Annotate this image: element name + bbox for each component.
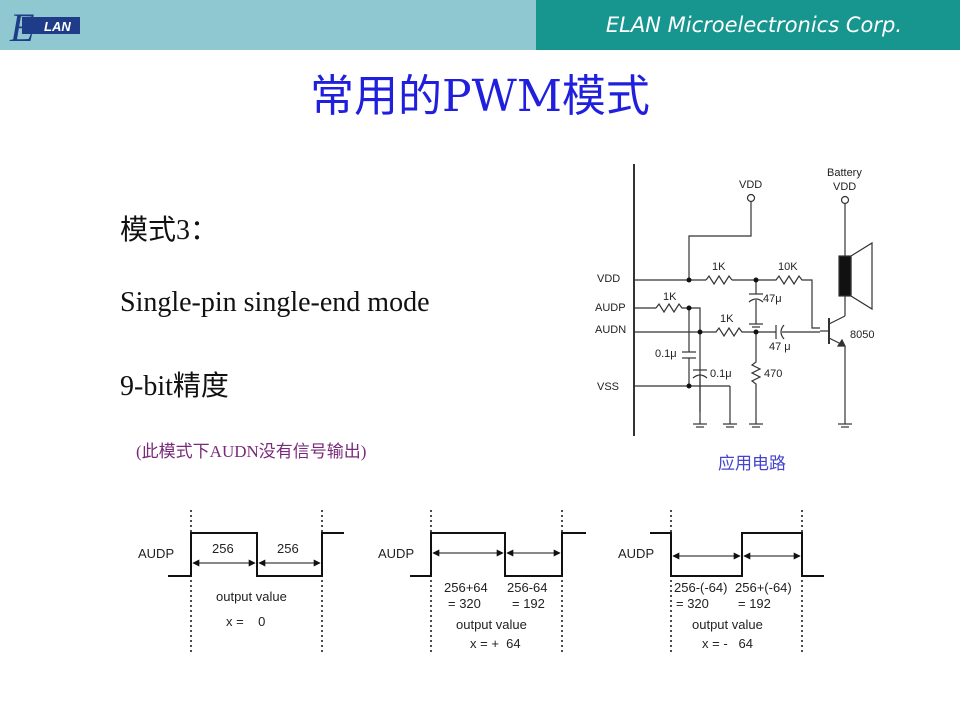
- node-vss: [686, 383, 692, 389]
- node-audn: [697, 329, 703, 335]
- header-band-right: ELAN Microelectronics Corp.: [536, 0, 960, 50]
- resistor-r2: [705, 274, 733, 286]
- wf2-right-width-2: = 192: [512, 596, 545, 611]
- wf3-x-value: x = - 64: [702, 636, 753, 651]
- label-battery-vdd: VDD: [833, 181, 856, 193]
- wf2-x-value: x = + 64: [470, 636, 521, 651]
- mode-description: Single-pin single-end mode: [120, 287, 430, 318]
- cap-c1-plate-b: [748, 298, 764, 303]
- wf1-signal-label: AUDP: [138, 546, 174, 561]
- mode-heading: 模式3：: [120, 215, 219, 246]
- cap-c2-plate-b: [780, 324, 785, 340]
- label-r5: 470: [764, 368, 782, 380]
- label-audn-pin: AUDN: [595, 324, 626, 336]
- logo-text: LAN: [44, 19, 71, 34]
- audn-note: (此模式下AUDN没有信号输出): [136, 442, 367, 461]
- vdd-wire: [688, 202, 752, 280]
- waveform-2: [410, 510, 586, 655]
- label-r4: 10K: [778, 261, 798, 273]
- label-audp-pin: AUDP: [595, 302, 626, 314]
- label-r3: 1K: [720, 313, 734, 325]
- cap-c4-plate-b: [692, 374, 708, 379]
- wf2-left-width-1: 256+64: [444, 580, 488, 595]
- label-c4: 0.1μ: [710, 368, 732, 380]
- logo-bar: [22, 17, 80, 34]
- wf3-right-width-2: = 192: [738, 596, 771, 611]
- wf2-signal-label: AUDP: [378, 546, 414, 561]
- wf1-right-width: 256: [277, 541, 299, 556]
- wf2-left-width-2: = 320: [448, 596, 481, 611]
- label-c2: 47 μ: [769, 341, 791, 353]
- wf2-signal: [410, 532, 586, 577]
- wf2-right-width-1: 256-64: [507, 580, 547, 595]
- wf1-left-width: 256: [212, 541, 234, 556]
- waveform-3: [650, 510, 824, 655]
- node-c1: [753, 277, 759, 283]
- wf3-left-width-1: 256-(-64): [674, 580, 727, 595]
- wf1-x-value: x = 0: [226, 614, 265, 629]
- vdd-terminal: [746, 193, 756, 203]
- wf3-output-label: output value: [692, 617, 763, 632]
- precision-text: 9-bit精度: [120, 371, 229, 402]
- transistor-collector: [828, 315, 846, 325]
- transistor-arrow: [836, 338, 846, 347]
- label-r1: 1K: [663, 291, 677, 303]
- resistor-r5: [750, 332, 762, 424]
- label-vdd-top: VDD: [739, 179, 762, 191]
- node-audp: [686, 305, 692, 311]
- speaker-cone: [850, 241, 873, 311]
- resistor-r3: [700, 326, 776, 338]
- elan-logo: E LAN: [9, 5, 80, 47]
- label-vss-pin: VSS: [597, 381, 619, 393]
- label-r2: 1K: [712, 261, 726, 273]
- header-band-left: [0, 0, 536, 50]
- label-c1: 47μ: [763, 293, 782, 305]
- resistor-r4: [756, 274, 820, 329]
- wf3-signal-label: AUDP: [618, 546, 654, 561]
- company-name: ELAN Microelectronics Corp.: [605, 13, 902, 37]
- wf1-signal: [168, 532, 344, 577]
- slide-title: 常用的PWM模式: [310, 71, 650, 122]
- battery-terminal: [840, 195, 850, 205]
- wf3-right-width-1: 256+(-64): [735, 580, 792, 595]
- label-transistor: 8050: [850, 329, 874, 341]
- wf2-output-label: output value: [456, 617, 527, 632]
- label-battery: Battery: [827, 167, 862, 179]
- label-vdd-pin: VDD: [597, 273, 620, 285]
- label-c3: 0.1μ: [655, 348, 677, 360]
- wf3-signal: [650, 532, 824, 577]
- wf3-left-width-2: = 320: [676, 596, 709, 611]
- wf1-output-label: output value: [216, 589, 287, 604]
- resistor-r1: [655, 302, 701, 412]
- node-r5: [753, 329, 759, 335]
- node-vdd: [686, 277, 692, 283]
- circuit-caption: 应用电路: [718, 454, 786, 474]
- waveform-1: [168, 510, 344, 655]
- logo-initial: E: [9, 5, 34, 47]
